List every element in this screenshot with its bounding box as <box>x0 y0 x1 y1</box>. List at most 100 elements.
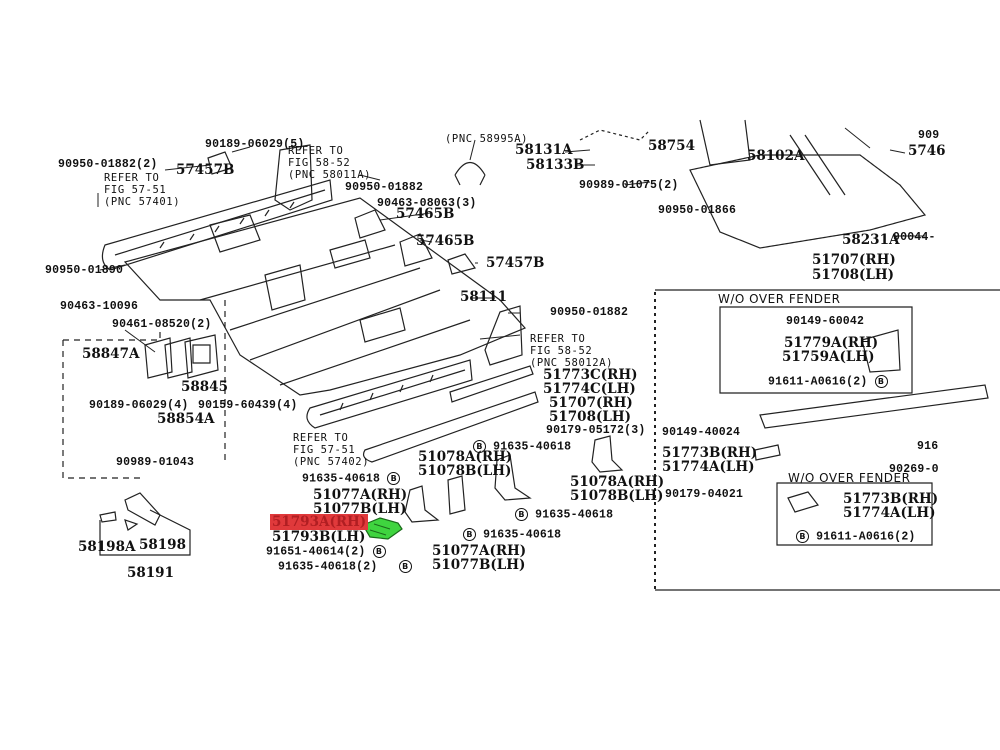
part-label-51793a-highlighted[interactable]: 51793A(RH) <box>270 514 369 530</box>
part-label-51793b[interactable]: 51793B(LH) <box>272 529 366 545</box>
part-label-90149-60042[interactable]: 90149-60042 <box>786 315 865 328</box>
highlighted-part-51793a[interactable] <box>360 515 405 543</box>
part-label-90044-partial[interactable]: 90044- <box>893 231 936 244</box>
part-label-91651-40614[interactable]: 91651-40614(2) B <box>266 545 386 559</box>
part-label-51759a[interactable]: 51759A(LH) <box>782 349 875 365</box>
part-label-58102a[interactable]: 58102A <box>747 148 805 164</box>
part-label-90989-01075[interactable]: 90989-01075(2) <box>579 179 679 192</box>
part-label-58847a[interactable]: 58847A <box>82 346 140 362</box>
part-label-51707-rh-top[interactable]: 51707(RH) <box>812 252 896 268</box>
part-label-58231a[interactable]: 58231A <box>842 232 900 248</box>
bolt-b-icon: B <box>398 560 412 573</box>
part-label-90461-08520[interactable]: 90461-08520(2) <box>112 318 212 331</box>
part-label-57465b-2[interactable]: 57465B <box>416 233 475 249</box>
part-label-51773c[interactable]: 51773C(RH) <box>543 367 638 383</box>
part-number-text: 91611-A0616(2) <box>816 530 916 544</box>
part-label-916-partial[interactable]: 916 <box>917 440 939 453</box>
part-label-58198[interactable]: 58198 <box>139 537 186 553</box>
part-label-58133b[interactable]: 58133B <box>526 157 585 173</box>
part-number-text: 91635-40618 <box>535 508 614 522</box>
left-dashed-group-box <box>63 300 225 478</box>
part-label-91611-a0616-a[interactable]: 91611-A0616(2) B <box>768 375 888 389</box>
highlighted-part-number: 51793A(RH) <box>270 514 369 530</box>
bolt-b-icon: B <box>515 508 528 521</box>
part-label-51773b-a[interactable]: 51773B(RH) <box>662 445 758 461</box>
refer-line-3: (PNC 58012A) <box>530 357 614 369</box>
part-label-51774c[interactable]: 51774C(LH) <box>543 381 636 397</box>
part-label-51077b-a[interactable]: 51077B(LH) <box>313 501 407 517</box>
part-number-text: 91651-40614(2) <box>266 545 366 559</box>
part-label-91635-40618-e[interactable]: 91635-40618(2) B <box>278 560 412 574</box>
part-label-90463-08063[interactable]: 90463-08063(3) <box>377 197 477 210</box>
running-board-51707 <box>364 366 538 462</box>
bolt-b-icon: B <box>796 530 809 543</box>
part-label-90189-06029-5[interactable]: 90189-06029(5) <box>205 138 305 151</box>
part-label-51708-lh-top[interactable]: 51708(LH) <box>812 267 894 283</box>
part-label-51707-rh[interactable]: 51707(RH) <box>549 395 633 411</box>
part-label-58111[interactable]: 58111 <box>460 289 507 305</box>
part-label-90269-partial[interactable]: 90269-0 <box>889 463 939 476</box>
part-label-90159-60439[interactable]: 90159-60439(4) <box>198 399 298 412</box>
part-label-57457b-2[interactable]: 57457B <box>486 255 545 271</box>
part-label-51078a-b[interactable]: 51078A(RH) <box>570 474 665 490</box>
section-title-wo-over-fender-1: W/O OVER FENDER <box>718 292 841 306</box>
part-label-91635-40618-b[interactable]: 91635-40618 B <box>302 472 401 486</box>
part-label-51077a-a[interactable]: 51077A(RH) <box>313 487 408 503</box>
part-label-58131a[interactable]: 58131A <box>515 142 573 158</box>
part-label-90463-10096[interactable]: 90463-10096 <box>60 300 139 313</box>
part-label-90950-01882-b[interactable]: 90950-01882 <box>550 306 629 319</box>
floor-side-member-57401 <box>102 180 332 270</box>
part-label-90950-01866[interactable]: 90950-01866 <box>658 204 737 217</box>
part-label-57457b-top[interactable]: 57457B <box>176 162 235 178</box>
part-label-58198a[interactable]: 58198A <box>78 539 136 555</box>
mudguard-58191 <box>100 493 190 555</box>
part-label-51779a[interactable]: 51779A(RH) <box>784 335 879 351</box>
part-label-58854a[interactable]: 58854A <box>157 411 215 427</box>
refer-line-3: (PNC 57402) <box>293 456 370 468</box>
part-label-51774a-b[interactable]: 51774A(LH) <box>843 505 936 521</box>
part-label-51773b-b[interactable]: 51773B(RH) <box>843 491 939 507</box>
part-label-90179-05172[interactable]: 90179-05172(3) <box>546 424 646 437</box>
part-label-51077a-b[interactable]: 51077A(RH) <box>432 543 527 559</box>
part-label-90989-01043[interactable]: 90989-01043 <box>116 456 195 469</box>
part-label-57465b-1[interactable]: 57465B <box>396 206 455 222</box>
refer-line-1: REFER TO <box>104 172 160 184</box>
part-label-90950-01890[interactable]: 90950-01890 <box>45 264 124 277</box>
part-label-90950-01882-a[interactable]: 90950-01882 <box>345 181 424 194</box>
part-label-51708-lh[interactable]: 51708(LH) <box>549 409 631 425</box>
part-label-58754[interactable]: 58754 <box>648 138 695 154</box>
part-label-91635-40618-a[interactable]: B 91635-40618 <box>473 440 571 454</box>
part-label-90950-01882-2[interactable]: 90950-01882(2) <box>58 158 158 171</box>
part-label-90179-04021[interactable]: 90179-04021 <box>665 488 744 501</box>
part-label-909-partial[interactable]: 909 <box>918 129 940 142</box>
part-number-text: 91635-40618 <box>302 472 381 486</box>
refer-line-3: (PNC 57401) <box>104 196 181 208</box>
part-label-58191[interactable]: 58191 <box>127 565 174 581</box>
part-label-58845[interactable]: 58845 <box>181 379 228 395</box>
part-label-91635-40618-d[interactable]: B 91635-40618 <box>463 528 561 542</box>
pnc-note-58995a: (PNC 58995A) <box>445 133 529 145</box>
part-label-90189-06029-4[interactable]: 90189-06029(4) <box>89 399 189 412</box>
refer-line-2: FIG 58-52 <box>288 157 351 169</box>
bolt-b-icon: B <box>463 528 476 541</box>
brackets-51078-51077 <box>405 436 622 522</box>
floor-58102a <box>580 120 925 248</box>
leader-lines <box>98 128 925 352</box>
part-label-51077b-b[interactable]: 51077B(LH) <box>432 557 526 573</box>
plates-58847a-58845 <box>145 335 218 378</box>
part-label-91635-40618-c[interactable]: B 91635-40618 <box>515 508 613 522</box>
refer-line-3: (PNC 58011A) <box>288 169 372 181</box>
part-label-5746-partial[interactable]: 5746 <box>908 143 946 159</box>
refer-note-58011a: REFER TO FIG 58-52 (PNC 58011A) <box>288 145 371 181</box>
bolt-b-icon: B <box>372 545 386 558</box>
refer-line-1: REFER TO <box>293 432 349 444</box>
part-label-51078a-a[interactable]: 51078A(RH) <box>418 449 513 465</box>
part-label-51774a-a[interactable]: 51774A(LH) <box>662 459 755 475</box>
part-number-text: 91635-40618 <box>493 440 572 454</box>
part-label-90149-40024[interactable]: 90149-40024 <box>662 426 741 439</box>
part-number-text: 91635-40618 <box>483 528 562 542</box>
part-label-91611-a0616-b[interactable]: B 91611-A0616(2) <box>796 530 916 544</box>
part-label-51078b-b[interactable]: 51078B(LH) <box>570 488 664 504</box>
part-label-51078b-a[interactable]: 51078B(LH) <box>418 463 512 479</box>
